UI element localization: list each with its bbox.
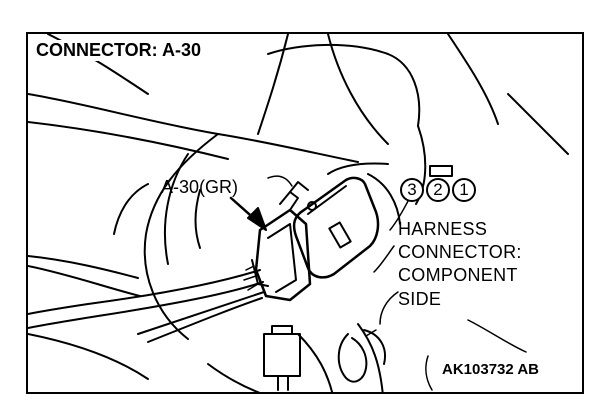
- pin-3: 3: [400, 178, 424, 202]
- connector-callout-label: A-30(GR): [161, 177, 239, 197]
- connector-title: CONNECTOR: A-30: [34, 40, 205, 61]
- harness-label-line-2: CONNECTOR:: [398, 242, 522, 262]
- harness-label-line-1: HARNESS: [398, 219, 488, 239]
- figure-code: AK103732 AB: [440, 361, 541, 378]
- diagram-frame: CONNECTOR: A-30 A-30(GR) 3 2 1 HARNESS C…: [26, 32, 584, 394]
- engine-bay-illustration: [28, 34, 569, 392]
- pin-1: 1: [452, 178, 476, 202]
- harness-label-line-3: COMPONENT: [398, 265, 518, 285]
- harness-label-line-4: SIDE: [398, 289, 442, 309]
- pin-2: 2: [426, 178, 450, 202]
